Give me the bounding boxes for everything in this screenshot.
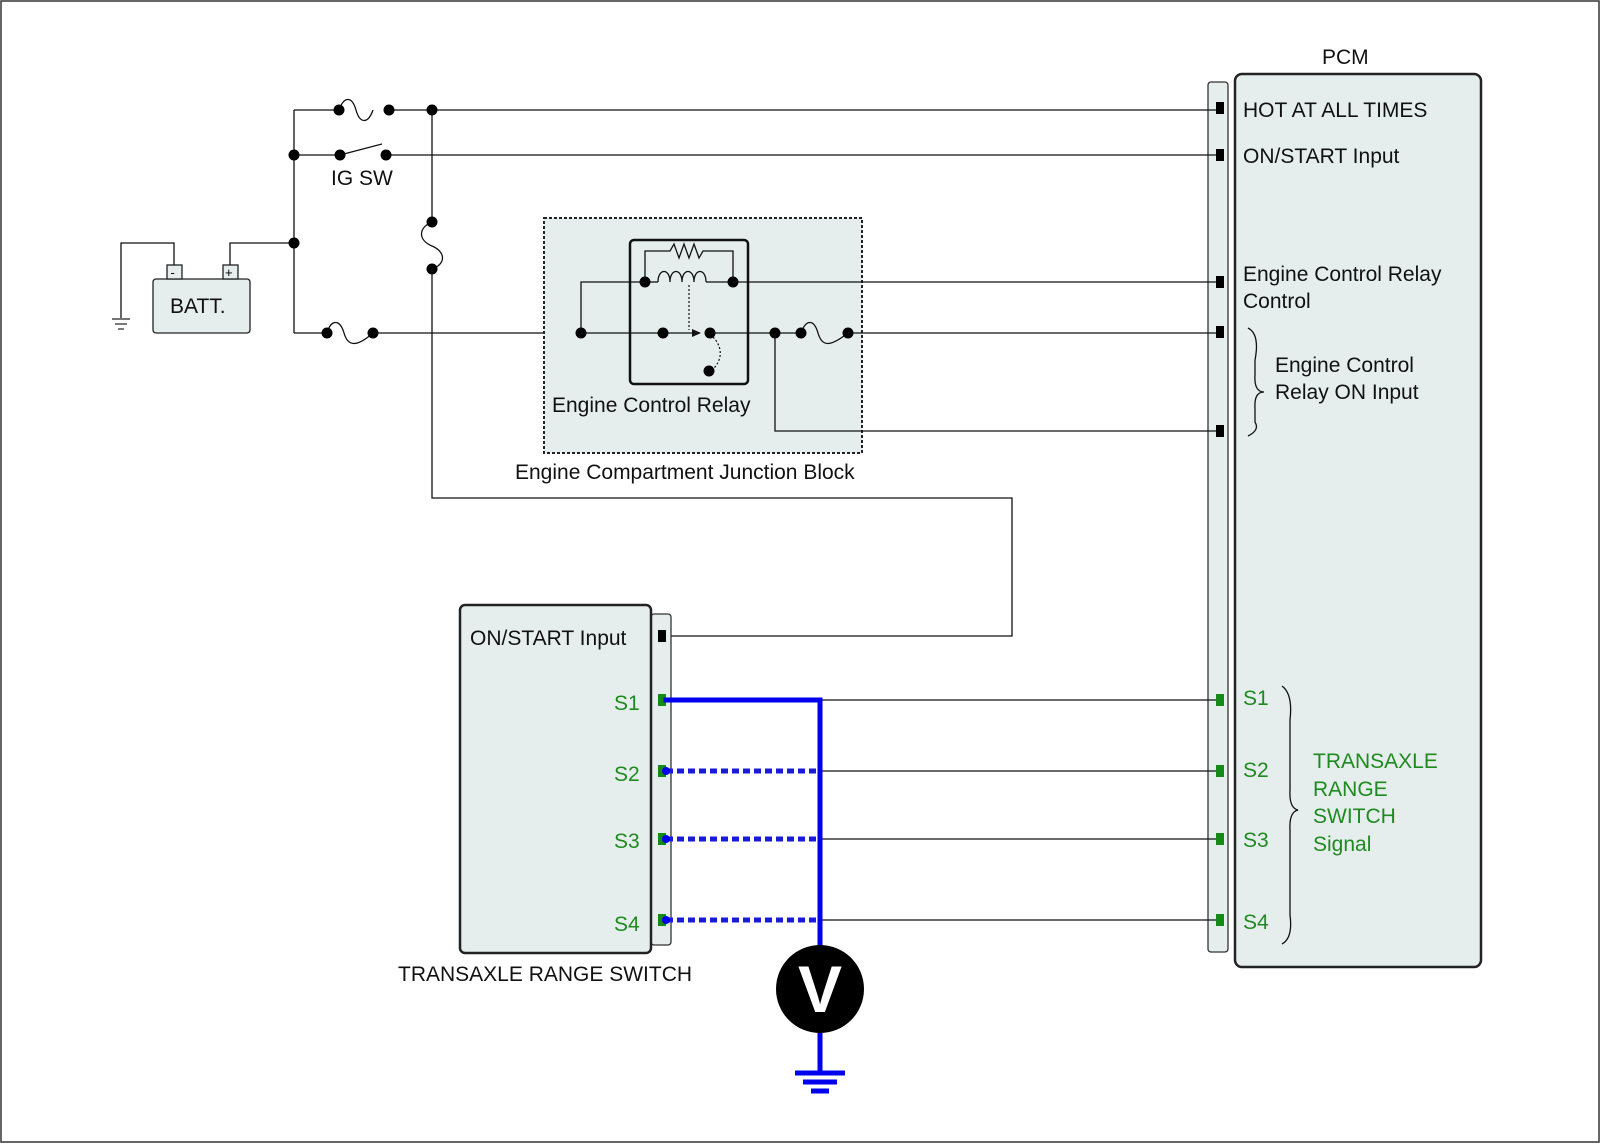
relay-box (628, 238, 750, 386)
ig-switch-label: IG SW (331, 167, 393, 190)
voltmeter-symbol: V (798, 952, 842, 1026)
relay-coil-resistor (644, 242, 734, 282)
switch-connector-strip (650, 613, 672, 946)
pcm-pin-relay-control (1216, 276, 1224, 288)
probe-jumper-s2-tip (662, 767, 670, 775)
pcm-pin-s1 (1216, 694, 1224, 706)
voltmeter-ground-symbol (795, 1070, 845, 1094)
relay-coil-feed (580, 281, 645, 333)
junction-block: Engine Compartment Junction Block Engine… (515, 217, 1216, 484)
switch-pin-s4-label: S4 (614, 913, 640, 936)
relay-coil (657, 270, 707, 283)
battery-positive-wire (229, 242, 294, 265)
relay-contact-node-c (703, 365, 715, 377)
ig-switch-node-b (380, 149, 392, 161)
pcm-pin-relay-on-b (1216, 425, 1224, 437)
pcm-pin-s1-label: S1 (1243, 687, 1269, 710)
relay-contact-node-a (657, 327, 669, 339)
hot-fuse (338, 98, 374, 122)
relay-on-brace (1247, 327, 1265, 437)
pcm-pin-s4 (1216, 914, 1224, 926)
switch-pin-on-start-label: ON/START Input (470, 627, 627, 650)
branch-fuse (420, 221, 444, 270)
relay-contact-arrow (692, 329, 701, 337)
branch-fuse-node-a (426, 216, 438, 228)
voltmeter-icon (776, 945, 864, 1033)
on-start-wire-to-switch (431, 269, 1013, 637)
pcm-pin-hot (1216, 102, 1224, 114)
pcm-connector-strip (1207, 81, 1229, 953)
pcm-box (1233, 72, 1483, 969)
battery-box (152, 278, 251, 334)
pcm-title: PCM (1322, 46, 1369, 69)
hot-fuse-node-b (383, 104, 395, 116)
signal-group-label-4: Signal (1313, 833, 1371, 856)
battery-ground-symbol (112, 318, 130, 330)
relay-output-fuse (800, 321, 849, 345)
junction-block-label: Engine Compartment Junction Block (515, 461, 855, 484)
pcm-pin-relay-on-label-1: Engine Control (1275, 354, 1414, 377)
ig-switch-node-a (334, 149, 346, 161)
signal-wires (820, 699, 1216, 921)
pcm-pin-s2-label: S2 (1243, 759, 1269, 782)
relay-feed-fuse-node-a (321, 327, 333, 339)
signal-group-label-1: TRANSAXLE (1313, 750, 1438, 773)
pcm-pin-hot-label: HOT AT ALL TIMES (1243, 99, 1427, 122)
pcm-pin-s2 (1216, 765, 1224, 777)
pcm-pin-relay-control-label-2: Control (1243, 290, 1311, 313)
battery: BATT. - + (112, 242, 294, 334)
pcm-pin-s3 (1216, 833, 1224, 845)
signal-group-label-2: RANGE (1313, 778, 1388, 801)
switch-pin-s2-label: S2 (614, 763, 640, 786)
relay-on-wire-b (774, 333, 1216, 432)
pcm-pin-on-start (1216, 149, 1224, 161)
pcm-pin-relay-on-label-2: Relay ON Input (1275, 381, 1419, 404)
battery-negative-symbol: - (171, 265, 175, 280)
switch-box (458, 603, 653, 955)
ig-bus-node (288, 149, 300, 161)
switch-pin-on-start (658, 630, 666, 642)
battery-positive-symbol: + (225, 265, 233, 280)
signal-brace (1281, 685, 1299, 945)
switch-pin-s1 (658, 694, 666, 706)
probe-wire-s1 (663, 697, 823, 963)
relay-label: Engine Control Relay (552, 394, 751, 417)
ig-switch-blade (339, 143, 383, 156)
probe-jumper-s4-tip (662, 916, 670, 924)
pcm-pin-s3-label: S3 (1243, 829, 1269, 852)
pcm-pin-relay-on-a (1216, 326, 1224, 338)
power-distribution: IG SW (288, 98, 1216, 637)
transaxle-range-switch: TRANSAXLE RANGE SWITCH ON/START Input S1… (398, 603, 692, 986)
battery-label: BATT. (170, 295, 226, 318)
pcm-pin-relay-control-label-1: Engine Control Relay (1243, 263, 1442, 286)
switch-pin-s1-label: S1 (614, 692, 640, 715)
relay-output-fuse-node-a (795, 327, 807, 339)
switch-pin-s3-label: S3 (614, 830, 640, 853)
voltmeter-probe: V (662, 697, 864, 1094)
pcm-module: PCM HOT AT ALL TIMES ON/START Input Engi… (1207, 46, 1483, 969)
hot-fuse-node-a (333, 104, 345, 116)
relay-feed-fuse (326, 321, 374, 345)
switch-label: TRANSAXLE RANGE SWITCH (398, 963, 692, 986)
pcm-pin-on-start-label: ON/START Input (1243, 145, 1400, 168)
pcm-pin-s4-label: S4 (1243, 911, 1269, 934)
signal-group-label-3: SWITCH (1313, 805, 1396, 828)
battery-bus-node (288, 237, 300, 249)
battery-ground-wire (120, 242, 175, 318)
probe-jumper-s3-tip (662, 835, 670, 843)
